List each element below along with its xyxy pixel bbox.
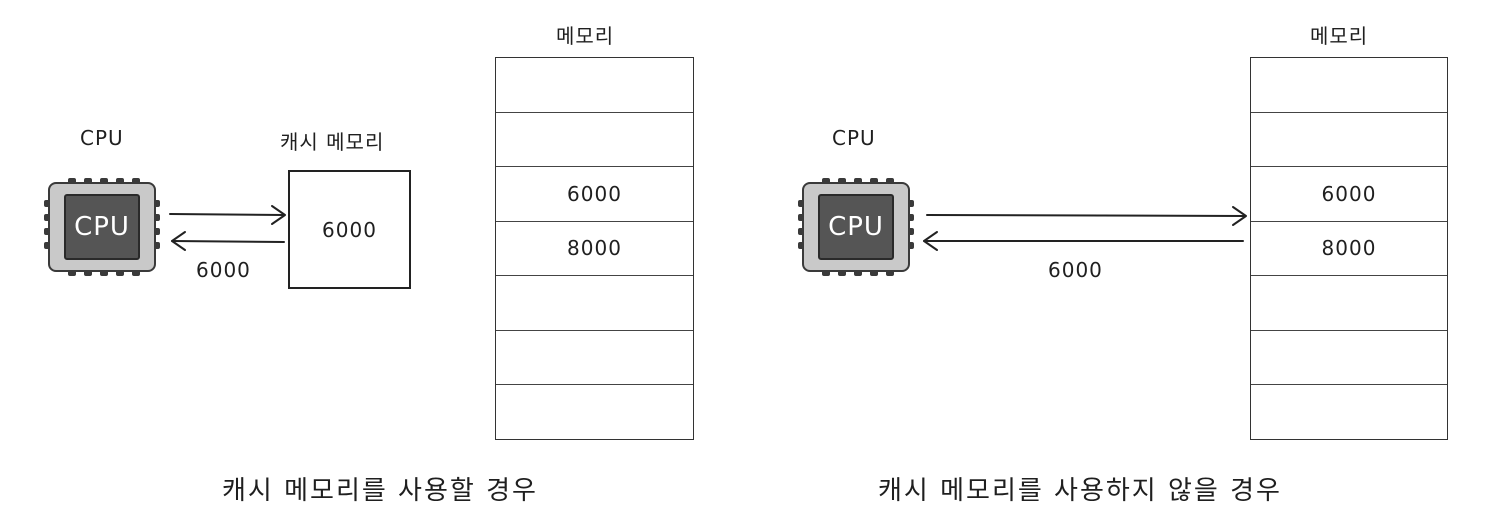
caption: 캐시 메모리를 사용하지 않을 경우 (878, 476, 1282, 506)
cpu-title: CPU (832, 126, 876, 150)
response-arrow (171, 240, 285, 243)
response-arrowhead (171, 231, 186, 251)
memory-cell (496, 276, 693, 331)
main-memory: 6000 8000 (495, 57, 694, 440)
response-value: 6000 (1048, 258, 1103, 282)
memory-cell: 6000 (1251, 167, 1447, 222)
panel-without-cache: CPU CPU 메모리 6000 8000 (743, 0, 1486, 524)
memory-cell: 8000 (496, 222, 693, 276)
request-arrowhead (1232, 206, 1247, 226)
memory-cell (1251, 58, 1447, 113)
response-value: 6000 (196, 258, 251, 282)
main-memory: 6000 8000 (1250, 57, 1448, 440)
cpu-chip-label: CPU (64, 194, 140, 260)
memory-cell: 8000 (1251, 222, 1447, 276)
memory-cell: 6000 (496, 167, 693, 222)
request-arrowhead (271, 205, 286, 225)
cpu-chip-label: CPU (818, 194, 894, 260)
cache-memory-box: 6000 (288, 170, 411, 289)
response-arrowhead (923, 231, 938, 251)
memory-cell (496, 331, 693, 385)
memory-cell (1251, 331, 1447, 385)
memory-cell (1251, 113, 1447, 167)
cpu-chip-icon: CPU (798, 178, 914, 276)
panel-with-cache: CPU CPU 캐시 메모리 6000 메모리 6000 8000 (44, 24, 694, 506)
cache-value: 6000 (322, 217, 377, 242)
request-arrow (926, 214, 1246, 217)
memory-cell (496, 58, 693, 113)
cpu-chip-icon: CPU (44, 178, 160, 276)
cache-title: 캐시 메모리 (280, 130, 385, 154)
memory-cell (1251, 276, 1447, 331)
cpu-title: CPU (80, 126, 124, 150)
arrows (923, 206, 1247, 251)
request-arrow (169, 213, 285, 216)
memory-title: 메모리 (556, 24, 615, 48)
caption: 캐시 메모리를 사용할 경우 (222, 476, 538, 506)
memory-title: 메모리 (1310, 24, 1369, 48)
arrows (169, 205, 286, 251)
memory-cell (496, 113, 693, 167)
